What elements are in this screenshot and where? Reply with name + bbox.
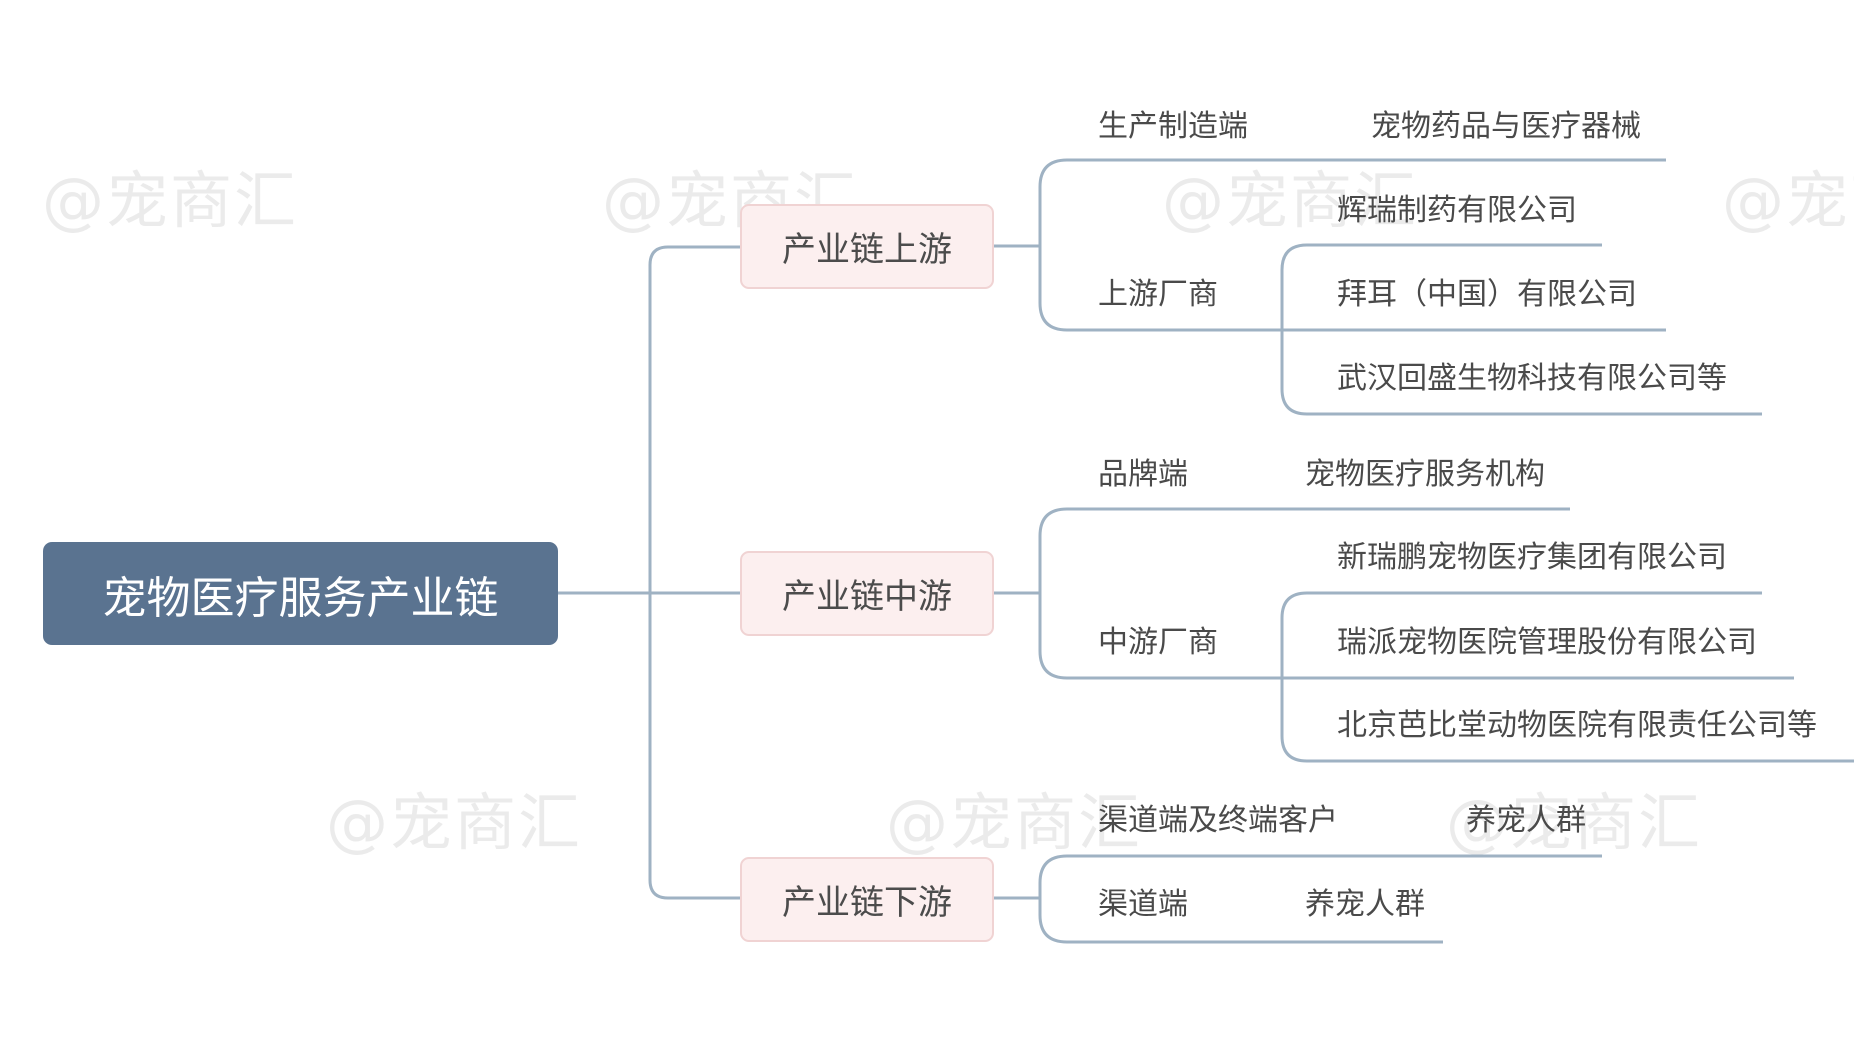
connector-downstream-children bbox=[1038, 854, 1068, 944]
node-upstream[interactable]: 产业链上游 bbox=[740, 204, 994, 289]
watermark: @宠商汇 bbox=[1722, 164, 1854, 237]
node-vendor-bayer[interactable]: 拜耳（中国）有限公司 bbox=[1337, 277, 1637, 312]
node-pet-owners-2[interactable]: 养宠人群 bbox=[1305, 887, 1425, 922]
node-brand[interactable]: 品牌端 bbox=[1098, 457, 1188, 492]
watermark: @宠商汇 bbox=[1162, 164, 1419, 237]
node-vendor-ruipai[interactable]: 瑞派宠物医院管理股份有限公司 bbox=[1337, 625, 1757, 660]
node-midstream-label: 产业链中游 bbox=[782, 577, 952, 617]
root-node[interactable]: 宠物医疗服务产业链 bbox=[43, 542, 558, 645]
node-vendor-pfizer[interactable]: 辉瑞制药有限公司 bbox=[1337, 193, 1577, 228]
node-channel-terminal[interactable]: 渠道端及终端客户 bbox=[1098, 803, 1338, 838]
node-vendor-babitang[interactable]: 北京芭比堂动物医院有限责任公司等 bbox=[1337, 708, 1817, 743]
connector-trunk bbox=[648, 245, 740, 900]
node-midstream-vendors[interactable]: 中游厂商 bbox=[1098, 625, 1218, 660]
watermark: @宠商汇 bbox=[42, 164, 299, 237]
node-vendor-huisheng[interactable]: 武汉回盛生物科技有限公司等 bbox=[1337, 361, 1727, 396]
node-pet-owners-1[interactable]: 养宠人群 bbox=[1466, 803, 1586, 838]
node-downstream-label: 产业链下游 bbox=[782, 883, 952, 923]
node-upstream-vendors[interactable]: 上游厂商 bbox=[1098, 277, 1218, 312]
node-downstream[interactable]: 产业链下游 bbox=[740, 857, 994, 942]
node-upstream-label: 产业链上游 bbox=[782, 230, 952, 270]
node-channel[interactable]: 渠道端 bbox=[1098, 887, 1188, 922]
node-medical-institutions[interactable]: 宠物医疗服务机构 bbox=[1305, 457, 1545, 492]
node-midstream[interactable]: 产业链中游 bbox=[740, 551, 994, 636]
watermark: @宠商汇 bbox=[886, 786, 1143, 859]
node-production[interactable]: 生产制造端 bbox=[1098, 109, 1248, 144]
watermark: @宠商汇 bbox=[326, 786, 583, 859]
root-label: 宠物医疗服务产业链 bbox=[102, 572, 499, 624]
connector-midstream-children bbox=[1038, 507, 1068, 680]
node-vendor-xinruipeng[interactable]: 新瑞鹏宠物医疗集团有限公司 bbox=[1337, 540, 1727, 575]
watermark: @宠商汇 bbox=[1446, 786, 1703, 859]
node-pharma-devices[interactable]: 宠物药品与医疗器械 bbox=[1371, 109, 1641, 144]
connector-upstream-children bbox=[1038, 158, 1068, 332]
